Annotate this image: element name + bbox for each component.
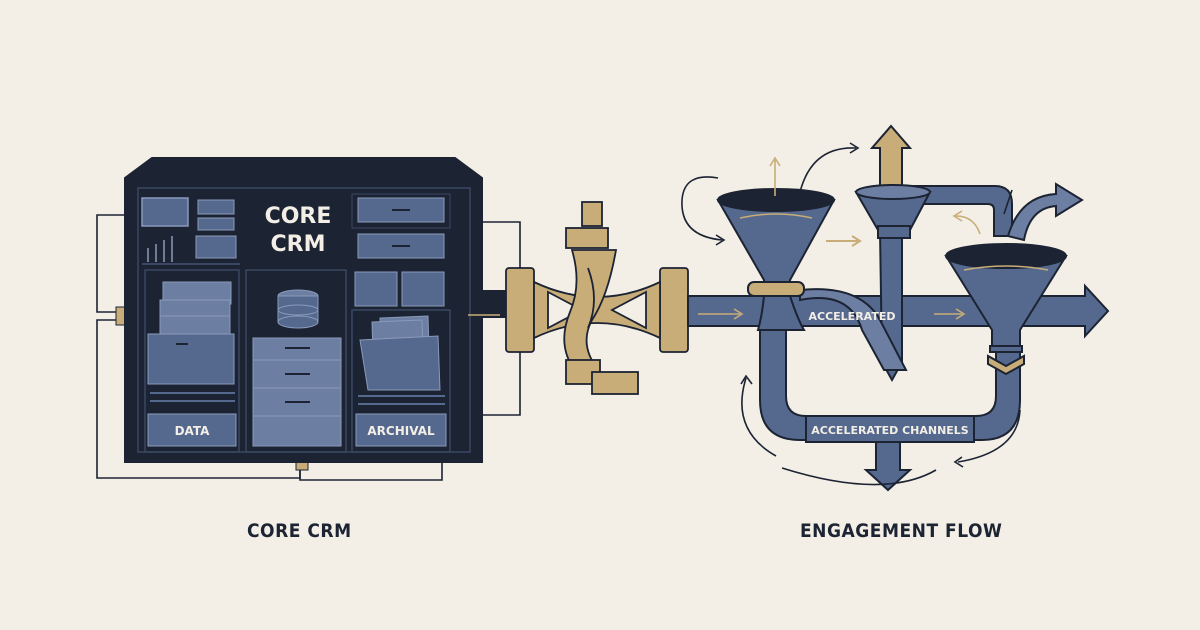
filing-cabinet — [252, 337, 342, 447]
data-box — [147, 333, 235, 385]
core-crm-caption: CORE CRM — [247, 520, 352, 542]
accelerated-label: ACCELERATED — [809, 310, 896, 323]
flow-arrows — [681, 142, 1021, 486]
crm-cabinet: CORE CRM DATA ARCHIVAL — [124, 157, 483, 463]
archive-folder — [359, 335, 441, 391]
gold-connector — [505, 201, 689, 395]
funnel-left — [716, 188, 836, 331]
data-label: DATA — [175, 424, 211, 438]
engagement-flow-caption: ENGAGEMENT FLOW — [800, 520, 1003, 542]
down-arrow — [863, 441, 913, 492]
cabinet-output-pipe — [482, 290, 508, 318]
channels-label: ACCELERATED CHANNELS — [811, 424, 969, 437]
archival-label-plate — [355, 413, 447, 447]
cabinet-title-line2: CRM — [271, 232, 326, 257]
funnel-right — [944, 243, 1068, 376]
archival-label: ARCHIVAL — [367, 424, 435, 438]
cabinet-title-line1: CORE — [265, 204, 332, 229]
funnel-top — [854, 184, 932, 239]
monitor-shape — [141, 197, 189, 227]
data-label-plate — [147, 413, 237, 447]
channels-label-plate — [805, 415, 975, 443]
